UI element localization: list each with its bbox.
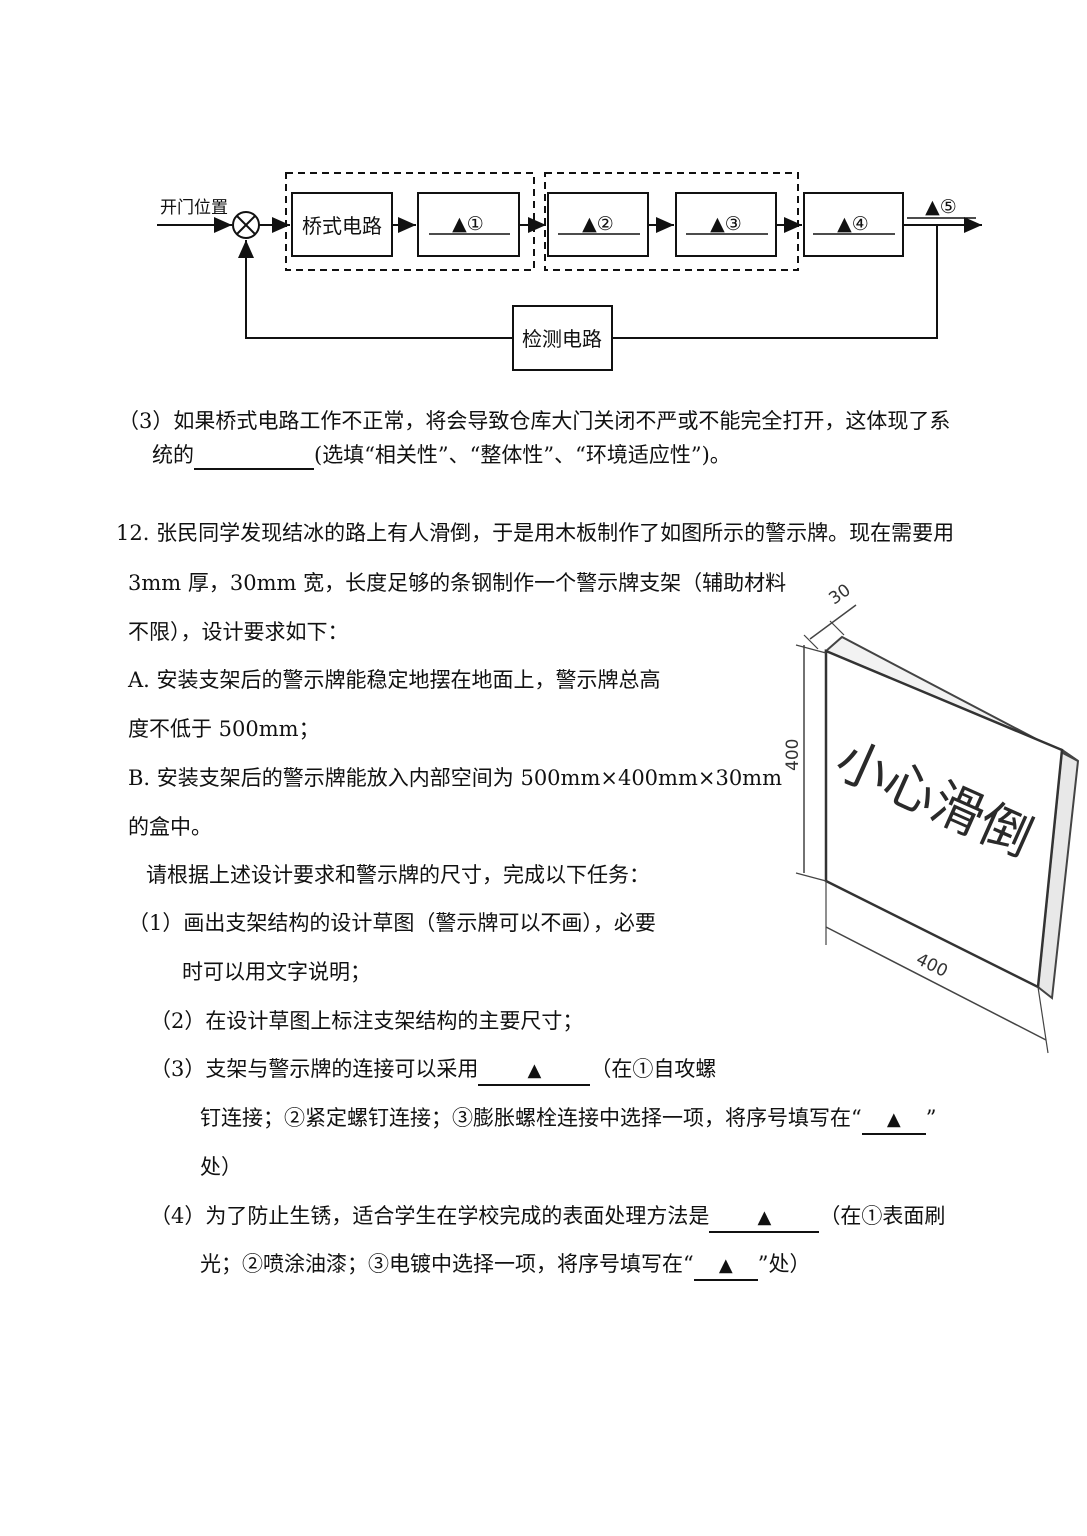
- q3-line2-suffix: (选填“相关性”、“整体性”、“环境适应性”)。: [314, 443, 731, 467]
- q12-task3-line3: 处）: [200, 1155, 242, 1179]
- block-4: [803, 192, 904, 257]
- q12-task4-line2-blank: ▲: [693, 1253, 758, 1281]
- q12-task2: （2）在设计草图上标注支架结构的主要尺寸；: [150, 1009, 584, 1033]
- q12-task3-line2-suffix: ”: [925, 1106, 937, 1130]
- q12-task1-line1: （1）画出支架结构的设计草图（警示牌可以不画），必要: [128, 911, 656, 935]
- q12-req-b-line1: B. 安装支架后的警示牌能放入内部空间为 500mm×400mm×30mm: [128, 766, 783, 790]
- input-label: 开门位置: [160, 198, 228, 218]
- q12-task3-line2-prefix: 钉连接；②紧定螺钉连接；③膨胀螺栓连接中选择一项，将序号填写在“: [200, 1106, 862, 1130]
- block-1: [417, 192, 520, 257]
- q12-req-b-line2: 的盒中。: [128, 815, 212, 839]
- q3-line2-prefix: 统的: [152, 443, 194, 467]
- q12-task3-line1: （3）支架与警示牌的连接可以采用▲（在①自攻螺: [150, 1056, 716, 1086]
- q12-task-intro: 请根据上述设计要求和警示牌的尺寸，完成以下任务：: [146, 863, 650, 887]
- dim-thickness-label: 30: [825, 580, 854, 609]
- q12-task4-line2-prefix: 光；②喷涂油漆；③电镀中选择一项，将序号填写在“: [200, 1252, 694, 1276]
- q3-answer-blank[interactable]: [194, 442, 314, 470]
- q12-intro-line1: 12. 张民同学发现结冰的路上有人滑倒，于是用木板制作了如图所示的警示牌。现在需…: [116, 521, 955, 545]
- q12-task3-line2: 钉连接；②紧定螺钉连接；③膨胀螺栓连接中选择一项，将序号填写在“▲”: [200, 1105, 936, 1135]
- dim-height-label: 400: [783, 739, 803, 771]
- block-4-label: ▲④: [837, 213, 869, 235]
- q12-task4-line2: 光；②喷涂油漆；③电镀中选择一项，将序号填写在“▲”处）: [200, 1251, 810, 1281]
- dashed-group-1: [285, 172, 535, 271]
- q3-line1: （3）如果桥式电路工作不正常，将会导致仓库大门关闭不严或不能完全打开，这体现了系: [118, 409, 951, 433]
- control-block-diagram: 开门位置 桥式电路 ▲① ▲② ▲③ ▲④ ▲⑤ 检测电路: [157, 172, 982, 371]
- bridge-circuit-label: 桥式电路: [302, 214, 382, 238]
- q12-task1-line2: 时可以用文字说明；: [182, 960, 371, 984]
- q12-task4-line1: （4）为了防止生锈，适合学生在学校完成的表面处理方法是▲（在①表面刷: [150, 1203, 945, 1233]
- q12-intro-line3: 不限），设计要求如下：: [128, 620, 349, 644]
- q12-task4-answer-blank[interactable]: ▲: [709, 1205, 820, 1233]
- block-2: [547, 192, 649, 257]
- q12-task3-suffix: （在①自攻螺: [590, 1057, 717, 1081]
- block-3-label: ▲③: [710, 213, 742, 235]
- q12-task4-suffix: （在①表面刷: [819, 1204, 946, 1228]
- q12-intro-line2: 3mm 厚，30mm 宽，长度足够的条钢制作一个警示牌支架（辅助材料: [128, 571, 787, 595]
- q12-req-a-line1: A. 安装支架后的警示牌能稳定地摆在地面上，警示牌总高: [128, 668, 661, 692]
- output-5-label: ▲⑤: [925, 196, 957, 218]
- block-1-label: ▲①: [452, 213, 484, 235]
- dim-width-label: 400: [913, 950, 951, 982]
- q12-req-a-line2: 度不低于 500mm；: [128, 717, 320, 741]
- q12-task3-prefix: （3）支架与警示牌的连接可以采用: [150, 1057, 479, 1081]
- q12-task3-line2-blank: ▲: [861, 1107, 926, 1135]
- summing-junction-icon: [232, 211, 260, 239]
- q3-line2: 统的 (选填“相关性”、“整体性”、“环境适应性”)。: [152, 442, 731, 470]
- warning-sign-illustration: 小心滑倒 400 30 400: [783, 580, 1080, 1054]
- block-2-label: ▲②: [582, 213, 614, 235]
- q12-task4-prefix: （4）为了防止生锈，适合学生在学校完成的表面处理方法是: [150, 1204, 710, 1228]
- feedback-detect-label: 检测电路: [522, 327, 602, 351]
- q12-task3-answer-blank[interactable]: ▲: [478, 1058, 591, 1086]
- q12-task4-line2-suffix: ”处）: [757, 1252, 811, 1276]
- feedback-detect-block: [512, 305, 613, 371]
